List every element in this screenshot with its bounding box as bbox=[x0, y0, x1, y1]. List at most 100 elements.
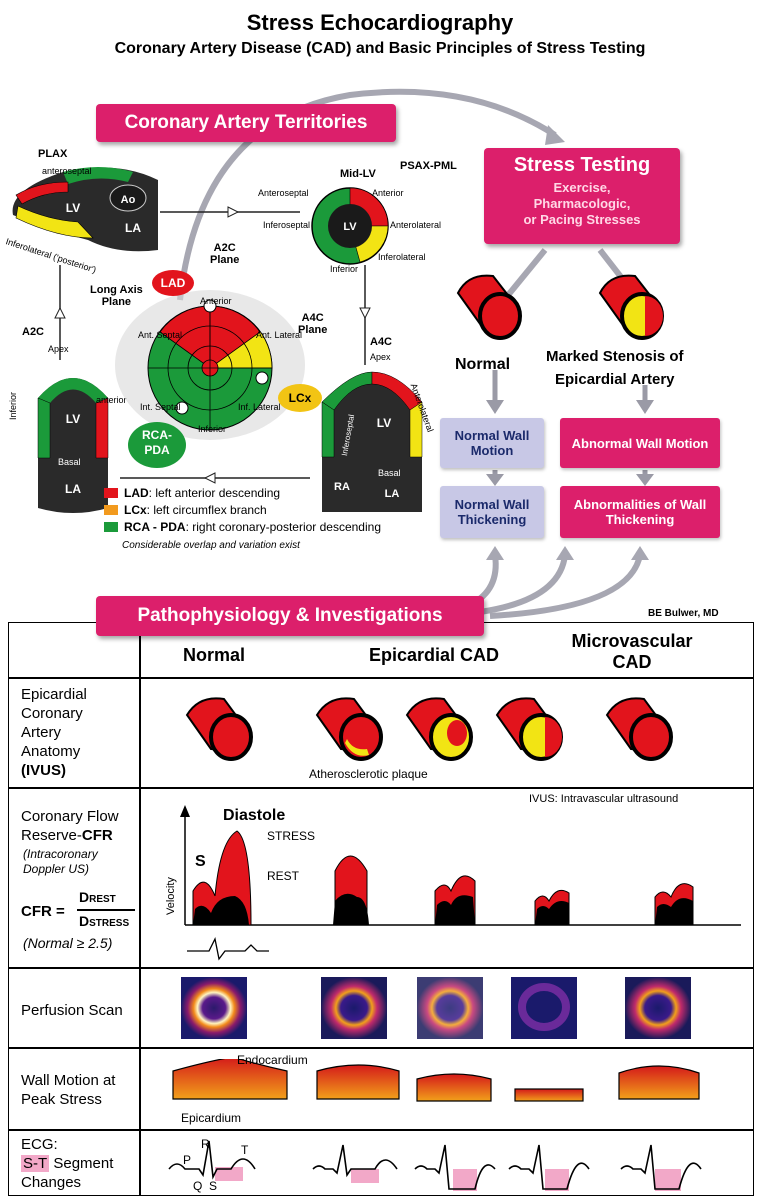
stress-label: STRESS bbox=[267, 829, 316, 843]
a2c-anterior: anterior bbox=[96, 395, 127, 405]
st-highlight: S-T bbox=[21, 1155, 50, 1172]
cfr-denominator: DSTRESS bbox=[79, 913, 129, 929]
col-epicardial: Epicardial CAD bbox=[368, 645, 500, 665]
legend-item-lcx: LCx: left circumflex branch bbox=[104, 503, 381, 517]
d-symbol: D bbox=[79, 889, 90, 905]
bullseye-inf-septal: Int. Septal bbox=[140, 402, 181, 412]
stenosis-label: Marked Stenosis of Epicardial Artery bbox=[546, 348, 684, 388]
legend-abbr: LCx bbox=[124, 503, 147, 517]
cfr-label-bold: CFR bbox=[81, 827, 113, 844]
abnormal-wall-thickening: Abnormalities of Wall Thickening bbox=[560, 486, 720, 538]
lcx-oval: LCx bbox=[278, 384, 322, 412]
legend-note: Considerable overlap and variation exist bbox=[122, 540, 300, 551]
ecg-s: S bbox=[209, 1179, 218, 1193]
ecg-t: T bbox=[241, 1143, 249, 1157]
cfr-sub: (Intracoronary Doppler US) bbox=[23, 847, 98, 876]
perfusion-images bbox=[181, 977, 691, 1039]
legend-item-lad: LAD: left anterior descending bbox=[104, 486, 381, 500]
plax-anteroseptal: anteroseptal bbox=[42, 166, 92, 176]
wall-motion-shapes bbox=[172, 1059, 700, 1102]
normal-wall-motion: Normal Wall Motion bbox=[440, 418, 544, 468]
legend-abbr: RCA - PDA bbox=[124, 520, 186, 534]
table-divider bbox=[9, 967, 753, 969]
legend-text: : left anterior descending bbox=[148, 486, 281, 500]
psax-inferior: Inferior bbox=[330, 264, 359, 274]
patho-heading: Pathophysiology & Investigations bbox=[96, 596, 484, 636]
territory-legend: LAD: left anterior descending LCx: left … bbox=[104, 486, 381, 551]
s-label: S bbox=[195, 853, 206, 870]
bullseye-plot bbox=[115, 290, 305, 440]
stress-testing-box: Stress Testing Exercise, Pharmacologic, … bbox=[484, 148, 680, 244]
psax-anteroseptal: Anteroseptal bbox=[258, 188, 309, 198]
midlv-label: Mid-LV bbox=[340, 168, 376, 180]
velocity-label: Velocity bbox=[165, 877, 177, 915]
legend-item-rca: RCA - PDA: right coronary-posterior desc… bbox=[104, 520, 381, 534]
page-title: Stress Echocardiography bbox=[246, 10, 514, 35]
lad-swatch bbox=[104, 488, 118, 498]
ecg-label: ECG: bbox=[21, 1136, 58, 1153]
plax-view: Ao LV LA bbox=[12, 167, 159, 252]
bullseye-inferior: Inferior bbox=[198, 424, 227, 434]
normal-label: Normal bbox=[455, 356, 511, 373]
ecg-r: R bbox=[201, 1137, 210, 1151]
rest-label: REST bbox=[267, 869, 300, 883]
bullseye-ant-lateral: Ant. Lateral bbox=[256, 330, 303, 340]
normal-artery-icon bbox=[456, 274, 522, 340]
epicardium-label: Epicardium bbox=[181, 1111, 242, 1125]
a4c-basal: Basal bbox=[378, 468, 401, 478]
stress-sub: Exercise, Pharmacologic, or Pacing Stres… bbox=[523, 180, 641, 227]
ecg-p: P bbox=[183, 1153, 192, 1167]
perfusion-label: Perfusion Scan bbox=[21, 1002, 123, 1019]
credit: BE Bulwer, MD bbox=[648, 608, 719, 619]
psax-inferolateral: Inferolateral bbox=[378, 252, 426, 262]
stress-subscript: STRESS bbox=[89, 918, 130, 929]
col-microvascular: Microvascular CAD bbox=[571, 631, 693, 672]
st-segment-line: S-T Segment bbox=[21, 1154, 113, 1173]
lcx-swatch bbox=[104, 505, 118, 515]
bullseye-anterior: Anterior bbox=[200, 296, 232, 306]
a4c-label: A4C bbox=[370, 336, 393, 348]
psax-view: LV bbox=[311, 187, 389, 265]
diastole-label: Diastole bbox=[223, 807, 286, 824]
svg-text:LA: LA bbox=[385, 488, 400, 500]
psax-anterolateral: Anterolateral bbox=[390, 220, 442, 230]
ecg-traces bbox=[168, 1140, 702, 1191]
a2c-view: LV LA bbox=[37, 378, 109, 513]
cfr-label-text: Coronary Flow Reserve- bbox=[21, 808, 119, 844]
table-divider bbox=[139, 623, 141, 1195]
svg-text:LA: LA bbox=[125, 221, 141, 235]
psax-inferoseptal: Inferoseptal bbox=[263, 220, 311, 230]
stenosis-artery-icon bbox=[598, 274, 664, 340]
ivus-row-label: Epicardial Coronary Artery Anatomy(IVUS) bbox=[21, 685, 87, 780]
svg-text:LV: LV bbox=[377, 416, 391, 430]
psax-anterior: Anterior bbox=[372, 188, 404, 198]
cfr-doppler-plot bbox=[180, 805, 741, 961]
a4c-view: LV RA LA bbox=[321, 371, 423, 512]
col-normal: Normal bbox=[182, 645, 245, 665]
svg-text:LV: LV bbox=[66, 201, 80, 215]
abnormal-wall-motion: Abnormal Wall Motion bbox=[560, 418, 720, 468]
plaque-label: Atherosclerotic plaque bbox=[309, 767, 428, 781]
svg-text:RA: RA bbox=[334, 481, 350, 493]
ivus-label-text: Epicardial Coronary Artery Anatomy bbox=[21, 686, 87, 760]
stress-heading: Stress Testing bbox=[513, 154, 651, 176]
a4c-apex: Apex bbox=[370, 352, 391, 362]
table-divider bbox=[9, 677, 753, 679]
legend-text: : left circumflex branch bbox=[146, 503, 267, 517]
d-symbol: D bbox=[79, 913, 90, 929]
wall-motion-label: Wall Motion at Peak Stress bbox=[21, 1072, 116, 1108]
a2c-apex: Apex bbox=[48, 344, 69, 354]
patho-table: Normal Epicardial CAD Microvascular CAD … bbox=[8, 622, 754, 1196]
cfr-eq: CFR = bbox=[21, 903, 65, 920]
table-divider bbox=[9, 1047, 753, 1049]
svg-text:LV: LV bbox=[343, 221, 357, 233]
rca-swatch bbox=[104, 522, 118, 532]
table-divider bbox=[9, 787, 753, 789]
normal-wall-thickening: Normal Wall Thickening bbox=[440, 486, 544, 538]
lad-oval: LAD bbox=[152, 270, 194, 296]
cfr-numerator: DREST bbox=[79, 889, 116, 905]
plax-label: PLAX bbox=[38, 148, 68, 160]
a2c-label: A2C bbox=[22, 326, 45, 338]
cfr-normal: (Normal ≥ 2.5) bbox=[23, 935, 113, 951]
a2c-basal: Basal bbox=[58, 457, 81, 467]
